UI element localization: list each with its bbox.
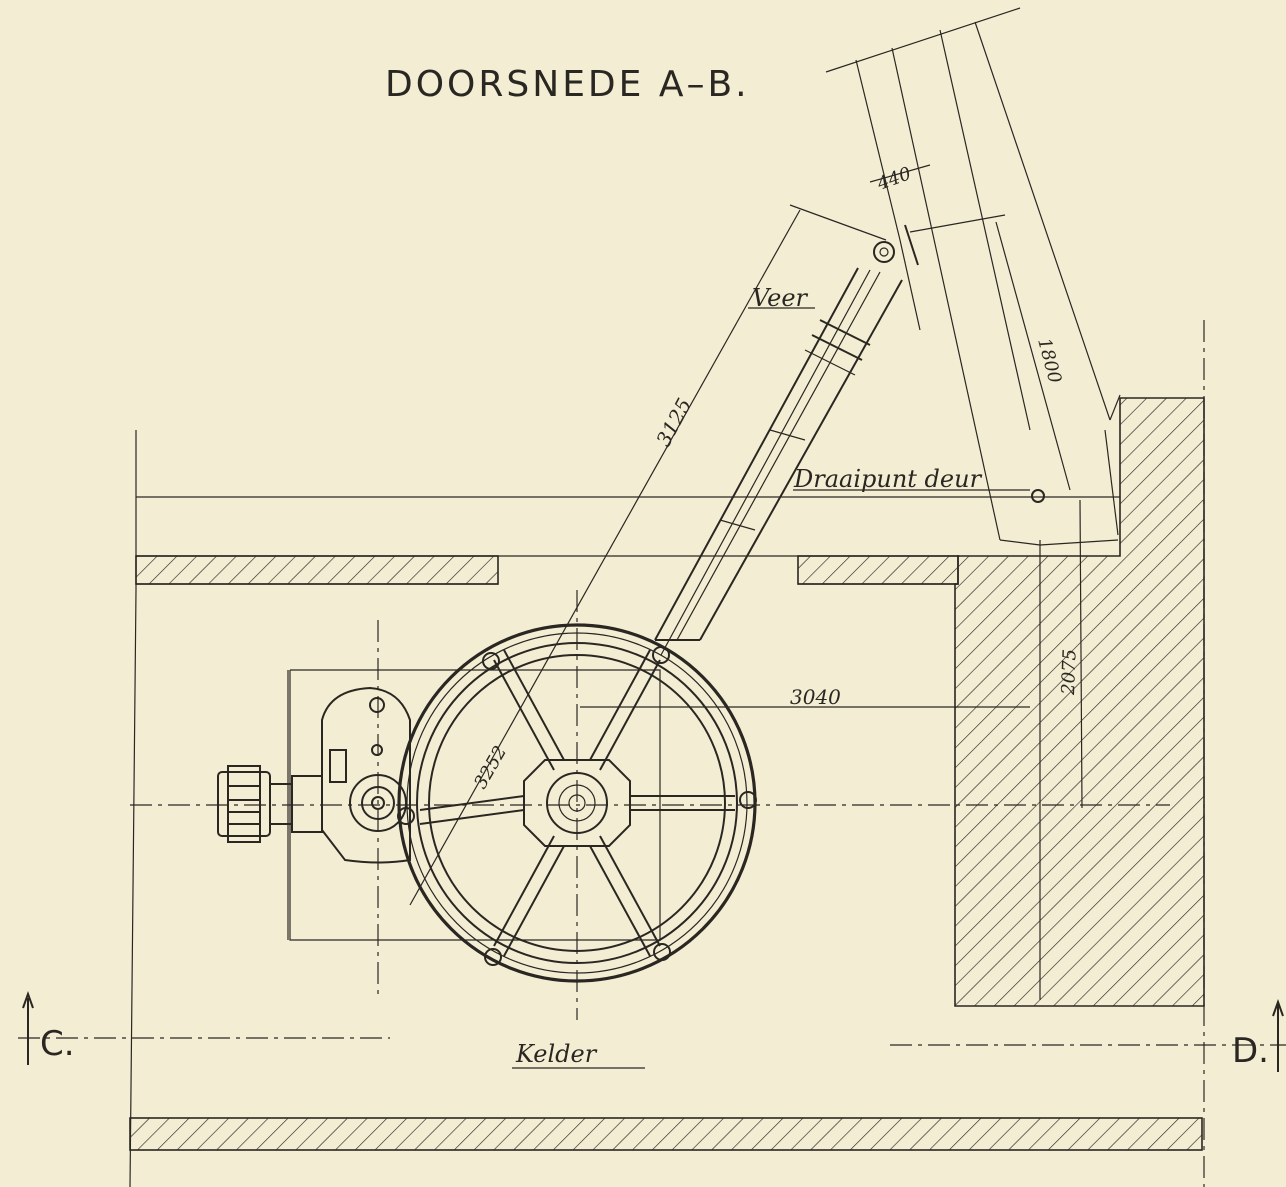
dim-3252: 3252 — [470, 742, 511, 792]
draaipunt-label: Draaipunt deur — [793, 465, 983, 493]
door-pivot — [1031, 489, 1045, 503]
section-label-d: D. — [1232, 1031, 1269, 1071]
veer-label: Veer — [752, 284, 809, 312]
section-marker-d — [1272, 999, 1284, 1072]
spring-assembly — [654, 224, 919, 656]
wheel-spokes — [419, 649, 735, 957]
section-marker-c — [22, 991, 34, 1065]
drawing-title: DOORSNEDE A–B. — [385, 64, 750, 105]
dim-3040: 3040 — [790, 685, 841, 709]
structure-lines — [129, 430, 1120, 1187]
dim-1800: 1800 — [1033, 336, 1065, 386]
dim-440: 440 — [874, 163, 914, 195]
door-frame — [825, 7, 1121, 546]
wheel-bolts — [397, 646, 757, 966]
motor — [217, 765, 323, 843]
dim-2075: 2075 — [1058, 649, 1081, 697]
kelder-label: Kelder — [515, 1040, 598, 1068]
gearbox — [321, 686, 411, 864]
section-label-c: C. — [40, 1024, 75, 1064]
dimension-lines — [409, 164, 1083, 1069]
hatched-walls — [129, 397, 1205, 1151]
center-lines — [18, 320, 1286, 1187]
dim-3125: 3125 — [651, 394, 696, 450]
